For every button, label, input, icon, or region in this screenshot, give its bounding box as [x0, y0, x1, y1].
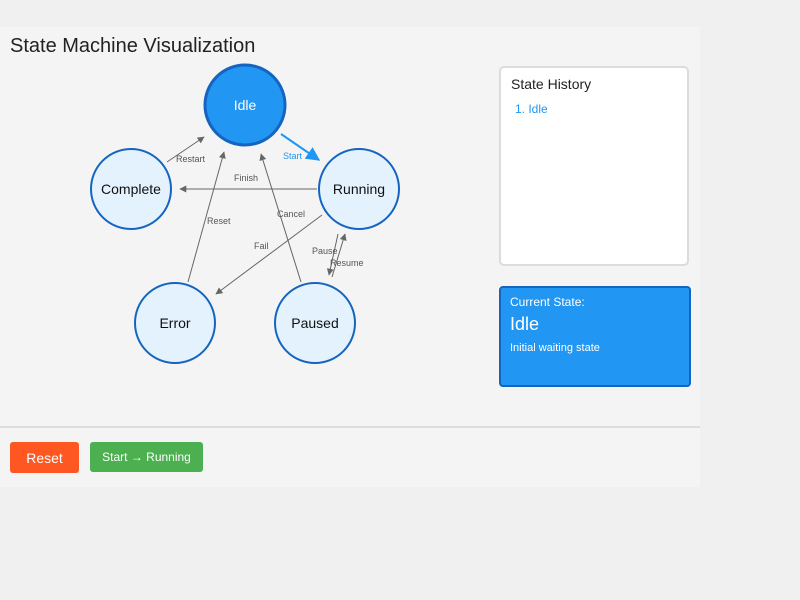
transition-pause: Pause — [312, 233, 339, 276]
state-label-idle: Idle — [234, 97, 257, 113]
state-history-list: 1. Idle — [515, 101, 548, 117]
transition-label-fail: Fail — [254, 241, 269, 251]
page-title: State Machine Visualization — [10, 35, 256, 57]
transition-label-resume: Resume — [330, 258, 364, 268]
divider — [0, 426, 700, 428]
main-panel: State Machine Visualization Start Finish… — [0, 27, 700, 487]
state-node-complete[interactable]: Complete — [90, 148, 172, 230]
transition-fail: Fail — [215, 214, 323, 295]
current-state-label: Current State: — [510, 295, 585, 309]
current-state-name: Idle — [510, 314, 540, 334]
reset-button[interactable]: Reset — [10, 442, 79, 473]
transition-reset: Reset — [187, 151, 231, 283]
transition-resume: Resume — [330, 233, 364, 278]
state-node-running[interactable]: Running — [318, 148, 400, 230]
state-diagram: Start Finish Restart Reset Cancel Fail P… — [90, 63, 400, 364]
state-label-complete: Complete — [101, 181, 161, 197]
transition-cancel: Cancel — [259, 153, 305, 283]
transition-label-start: Start — [283, 151, 303, 161]
start-running-button[interactable]: Start → Running — [90, 442, 203, 472]
transition-label-reset: Reset — [207, 216, 231, 226]
state-node-idle[interactable]: Idle — [203, 63, 287, 147]
state-label-paused: Paused — [291, 315, 338, 331]
state-history-panel: State History 1. Idle — [499, 66, 689, 266]
state-node-paused[interactable]: Paused — [274, 282, 356, 364]
state-label-error: Error — [159, 315, 190, 331]
current-state-description: Initial waiting state — [510, 342, 600, 354]
transition-start: Start — [280, 133, 321, 161]
current-state-card: Current State: Idle Initial waiting stat… — [499, 286, 691, 387]
state-node-error[interactable]: Error — [134, 282, 216, 364]
transition-label-pause: Pause — [312, 246, 338, 256]
transition-restart: Restart — [166, 136, 206, 164]
transition-label-finish: Finish — [234, 173, 258, 183]
transition-label-cancel: Cancel — [277, 209, 305, 219]
state-label-running: Running — [333, 181, 385, 197]
state-history-title: State History — [511, 76, 592, 92]
history-item: 1. Idle — [515, 102, 548, 116]
transition-finish: Finish — [179, 173, 317, 193]
transition-label-restart: Restart — [176, 154, 206, 164]
